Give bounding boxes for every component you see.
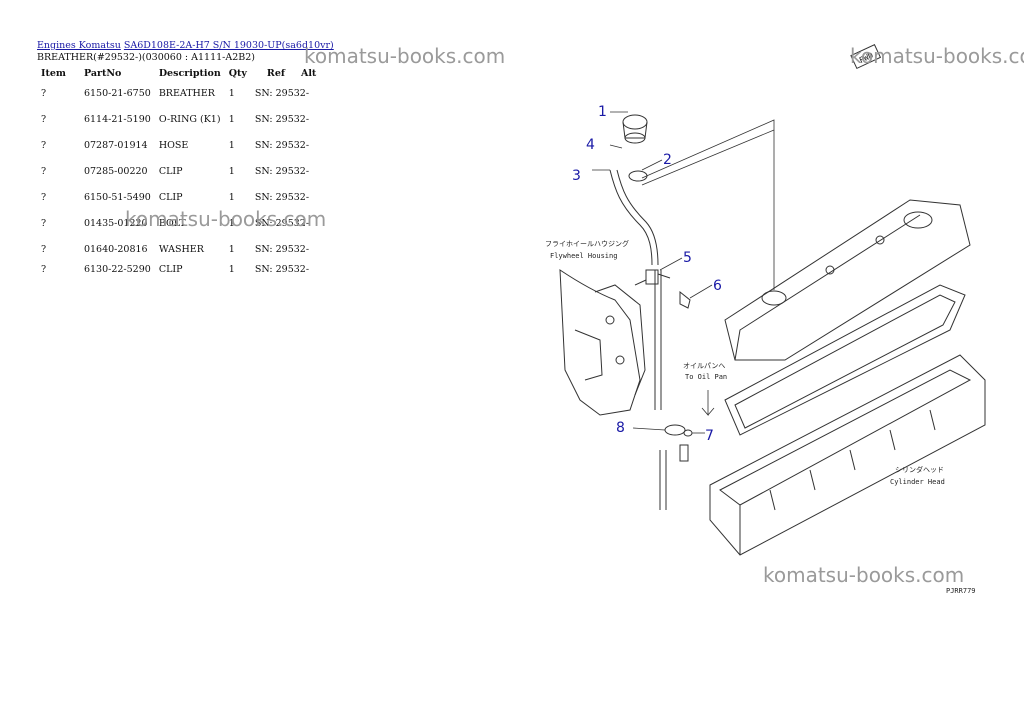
cell-qty: 1 — [228, 243, 235, 255]
table-row: ? 6130-22-5290 CLIP 1 SN: 29532- — [37, 262, 320, 276]
exploded-parts-diagram: フライホイールハウジング Flywheel Housing オイルパンへ To … — [545, 104, 986, 595]
valve-cover — [724, 199, 971, 361]
watermark-top-right: komatsu-books.com — [850, 44, 1024, 68]
cell-qty: 1 — [228, 165, 235, 177]
cell-description: CLIP — [158, 165, 183, 177]
cylinder-head-label: Cylinder Head — [890, 478, 945, 486]
breadcrumb-link-engines[interactable]: Engines Komatsu — [37, 40, 121, 51]
watermark-top: komatsu-books.com — [304, 44, 506, 68]
cell-partno: 6114-21-5190 — [83, 113, 151, 125]
callout-6: 6 — [713, 278, 722, 294]
callout-3: 3 — [572, 168, 581, 184]
breather-cap-part — [622, 114, 648, 182]
parts-table: Item PartNo Description Qty Ref Alt ? 61… — [37, 64, 320, 276]
col-header-alt: Alt — [300, 68, 317, 79]
callout-7: 7 — [705, 428, 714, 444]
fwd-badge-icon: FWD — [850, 44, 882, 70]
cell-description: BREATHER — [158, 87, 215, 99]
cell-description: CLIP — [158, 263, 183, 275]
cell-item: ? — [41, 113, 47, 125]
cell-qty: 1 — [228, 217, 235, 229]
cell-partno: 07287-01914 — [83, 139, 148, 151]
col-header-description: Description — [158, 68, 221, 79]
flywheel-housing-jp-label: フライホイールハウジング — [545, 239, 629, 248]
col-header-qty: Qty — [228, 68, 247, 79]
cell-ref: SN: 29532- — [254, 243, 310, 255]
cell-partno: 01435-01220 — [83, 217, 148, 229]
cylinder-head-jp-label: シリンダヘッド — [895, 465, 944, 474]
table-row: ? 6150-51-5490 CLIP 1 SN: 29532- — [37, 184, 320, 210]
cell-ref: SN: 29532- — [254, 113, 310, 125]
cell-item: ? — [41, 165, 47, 177]
callout-2: 2 — [663, 152, 672, 168]
cell-description: CLIP — [158, 191, 183, 203]
cell-item: ? — [41, 139, 47, 151]
cell-item: ? — [41, 87, 47, 99]
leader-lines — [592, 111, 775, 434]
col-header-partno: PartNo — [83, 68, 122, 79]
figure-code: PJRR779 — [946, 587, 976, 595]
cell-item: ? — [41, 263, 47, 275]
cell-ref: SN: 29532- — [254, 191, 310, 203]
cell-ref: SN: 29532- — [254, 87, 310, 99]
flywheel-housing-label: Flywheel Housing — [550, 252, 617, 260]
cell-ref: SN: 29532- — [254, 139, 310, 151]
table-row: ? 01435-01220 BOLT 1 SN: 29532- — [37, 210, 320, 236]
cell-qty: 1 — [228, 263, 235, 275]
page-title: BREATHER(#29532-)(030060 : A1111-A2B2) — [37, 52, 256, 63]
callout-5: 5 — [683, 250, 692, 266]
clip-5-part — [634, 269, 691, 309]
callout-4: 4 — [586, 137, 595, 153]
cell-partno: 6150-51-5490 — [83, 191, 151, 203]
cell-description: BOLT — [158, 217, 186, 229]
cell-ref: SN: 29532- — [254, 263, 310, 275]
breather-hose — [609, 169, 667, 510]
table-row: ? 6114-21-5190 O-RING (K1) 1 SN: 29532- — [37, 106, 320, 132]
cell-partno: 07285-00220 — [83, 165, 148, 177]
table-row: ? 01640-20816 WASHER 1 SN: 29532- — [37, 236, 320, 262]
cell-qty: 1 — [228, 87, 235, 99]
col-header-item: Item — [41, 68, 66, 79]
oil-pan-jp-label: オイルパンへ — [683, 362, 725, 370]
breadcrumb-link-model[interactable]: SA6D108E-2A-H7 S/N 19030-UP(sa6d10vr) — [123, 40, 334, 51]
cell-item: ? — [41, 243, 47, 255]
gasket — [724, 284, 966, 436]
cell-qty: 1 — [228, 113, 235, 125]
cell-qty: 1 — [228, 191, 235, 203]
table-row: ? 6150-21-6750 BREATHER 1 SN: 29532- — [37, 80, 320, 106]
table-header-row: Item PartNo Description Qty Ref Alt — [37, 64, 320, 80]
cell-description: WASHER — [158, 243, 204, 255]
cell-ref: SN: 29532- — [254, 165, 310, 177]
cell-description: O-RING (K1) — [158, 113, 221, 125]
watermark-table: komatsu-books.com — [125, 207, 327, 231]
callout-8: 8 — [616, 420, 625, 436]
oil-pan-label: To Oil Pan — [685, 373, 727, 381]
cell-ref: SN: 29532- — [254, 217, 310, 229]
cell-partno: 6150-21-6750 — [83, 87, 151, 99]
table-row: ? 07285-00220 CLIP 1 SN: 29532- — [37, 158, 320, 184]
cell-description: HOSE — [158, 139, 189, 151]
col-header-ref: Ref — [266, 68, 285, 79]
flywheel-housing — [559, 269, 646, 416]
cell-partno: 01640-20816 — [83, 243, 148, 255]
cell-partno: 6130-22-5290 — [83, 263, 151, 275]
clip-7-8-parts — [664, 424, 693, 462]
cylinder-head — [709, 354, 986, 556]
cell-qty: 1 — [228, 139, 235, 151]
callout-1: 1 — [598, 104, 607, 120]
watermark-bottom: komatsu-books.com — [763, 563, 965, 587]
cell-item: ? — [41, 217, 47, 229]
table-row: ? 07287-01914 HOSE 1 SN: 29532- — [37, 132, 320, 158]
cell-item: ? — [41, 191, 47, 203]
